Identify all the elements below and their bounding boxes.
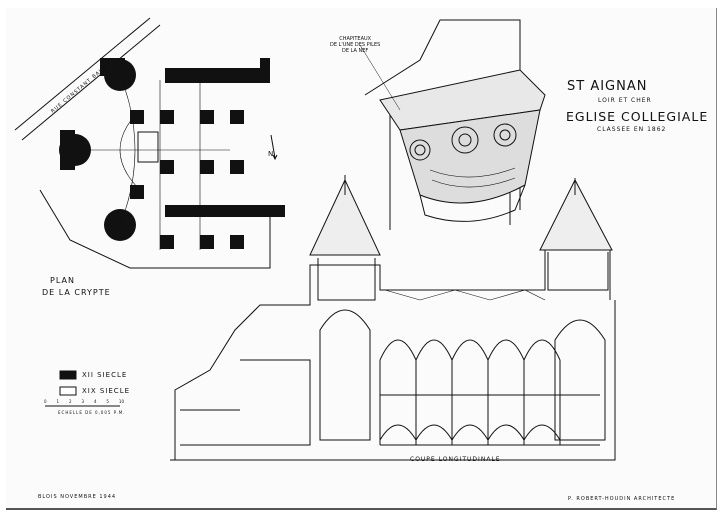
footer-architect: P. Robert-Houdin Architecte (568, 496, 676, 502)
nave-arcades (180, 289, 606, 446)
capital-drawing (359, 19, 546, 230)
legend-label-xii: XII siecle (82, 371, 128, 379)
north-label: N (268, 150, 275, 158)
footer-place-date: Blois Novembre 1944 (38, 494, 117, 500)
legend-swatches (45, 370, 120, 407)
town-name: St Aignan (567, 79, 648, 94)
scale-label: Echelle de 0,005 p.m. (58, 410, 126, 415)
plan-title-2: de la crypte (42, 288, 111, 297)
capital-caption: Chapiteaux de l'une des piles de la nef (330, 36, 381, 54)
classification: Classee en 1862 (597, 126, 667, 133)
department: Loir et Cher (598, 97, 652, 104)
legend-label-xix: XIX siecle (82, 387, 131, 395)
legend-swatch-xix (59, 386, 77, 396)
legend-swatch-xii (59, 370, 77, 380)
plan-title-1: Plan (50, 276, 75, 285)
crypt-plan (14, 17, 285, 269)
section-caption: Coupe longitudinale (410, 456, 501, 463)
longitudinal-section (170, 175, 616, 461)
building-name: Eglise Collegiale (566, 109, 709, 124)
drawing-sheet (6, 8, 717, 510)
